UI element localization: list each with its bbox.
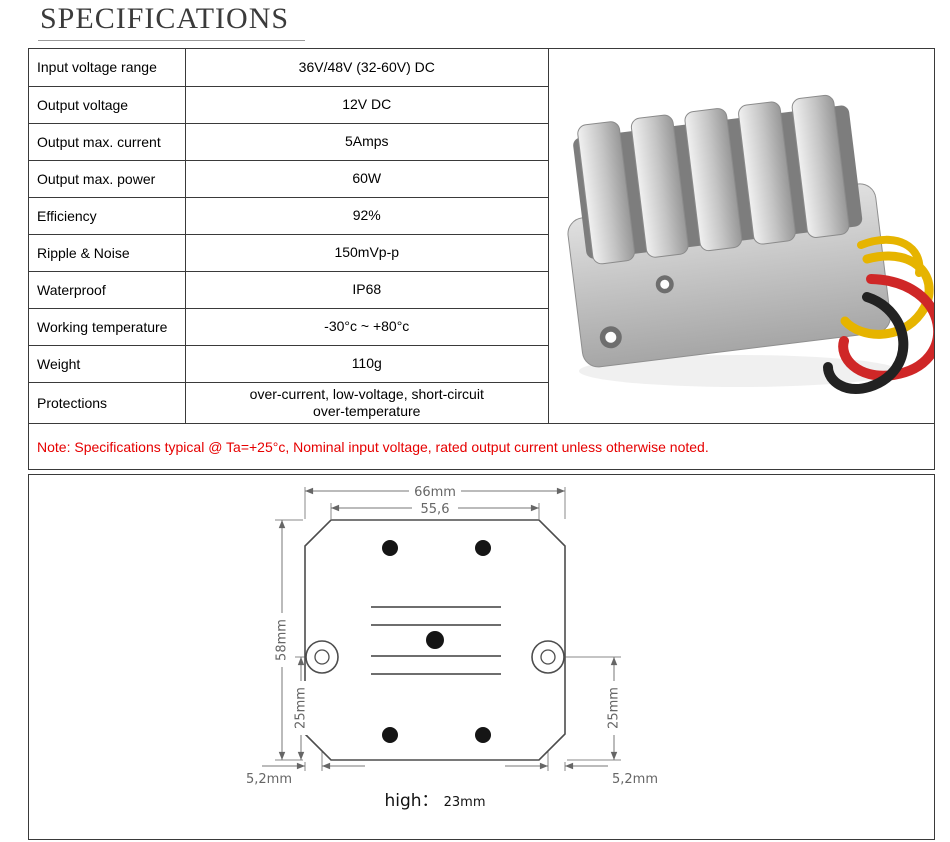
screw-dots [382, 540, 491, 743]
dimension-drawing: 66mm 55,6 58mm 25mm 25mm 5,2mm 5,2mm hig… [246, 483, 658, 811]
spec-label: Output max. current [29, 123, 186, 161]
dim-label-66mm: 66mm [414, 485, 456, 500]
height-label: high： 23mm [384, 791, 485, 811]
device-rib-lines [371, 606, 501, 675]
dim-label-5-2mm-right: 5,2mm [612, 772, 658, 787]
output-wires [823, 235, 934, 394]
spec-value: 60W [185, 160, 549, 198]
converter-body [567, 94, 891, 368]
device-shadow [579, 355, 899, 387]
spec-label: Input voltage range [29, 49, 186, 87]
note-text: Note: Specifications typical @ Ta=+25°c,… [37, 438, 709, 455]
spec-value: IP68 [185, 271, 549, 309]
spec-label: Efficiency [29, 197, 186, 235]
spec-label: Weight [29, 345, 186, 383]
spec-value: 92% [185, 197, 549, 235]
spec-value: -30°c ~ +80°c [185, 308, 549, 346]
dimension-diagram: 66mm 55,6 58mm 25mm 25mm 5,2mm 5,2mm hig… [28, 474, 935, 840]
spec-value: 5Amps [185, 123, 549, 161]
product-photo-area [549, 49, 934, 423]
mounting-hole [599, 275, 674, 349]
dim-label-25mm-left: 25mm [294, 687, 309, 729]
page-title: SPECIFICATIONS [38, 2, 306, 41]
height-label-text: high： [384, 791, 438, 811]
mounting-holes [305, 640, 565, 674]
spec-value: 110g [185, 345, 549, 383]
spec-label: Output max. power [29, 160, 186, 198]
spec-row: Protections over-current, low-voltage, sh… [29, 382, 549, 423]
spec-label: Waterproof [29, 271, 186, 309]
spec-value: 12V DC [185, 86, 549, 124]
dim-label-5-2mm-left: 5,2mm [246, 772, 292, 787]
product-photo [567, 94, 934, 394]
spec-label: Output voltage [29, 86, 186, 124]
heatsink-fins [577, 94, 850, 265]
dim-label-25mm-right: 25mm [607, 687, 622, 729]
spec-value: 36V/48V (32-60V) DC [185, 49, 549, 87]
spec-label: Ripple & Noise [29, 234, 186, 272]
dim-label-55-6: 55,6 [421, 502, 450, 517]
spec-label: Protections [29, 382, 186, 423]
spec-value: over-current, low-voltage, short-circuit… [249, 385, 484, 419]
dim-label-58mm: 58mm [275, 619, 290, 661]
spec-value: 150mVp-p [185, 234, 549, 272]
note-box: Note: Specifications typical @ Ta=+25°c,… [28, 423, 935, 470]
dimension-labels: 66mm 55,6 58mm 25mm 25mm 5,2mm 5,2mm hig… [246, 483, 658, 811]
height-label-value: 23mm [444, 795, 486, 810]
spec-row: Working temperature-30°c ~ +80°c [29, 308, 549, 346]
spec-label: Working temperature [29, 308, 186, 346]
